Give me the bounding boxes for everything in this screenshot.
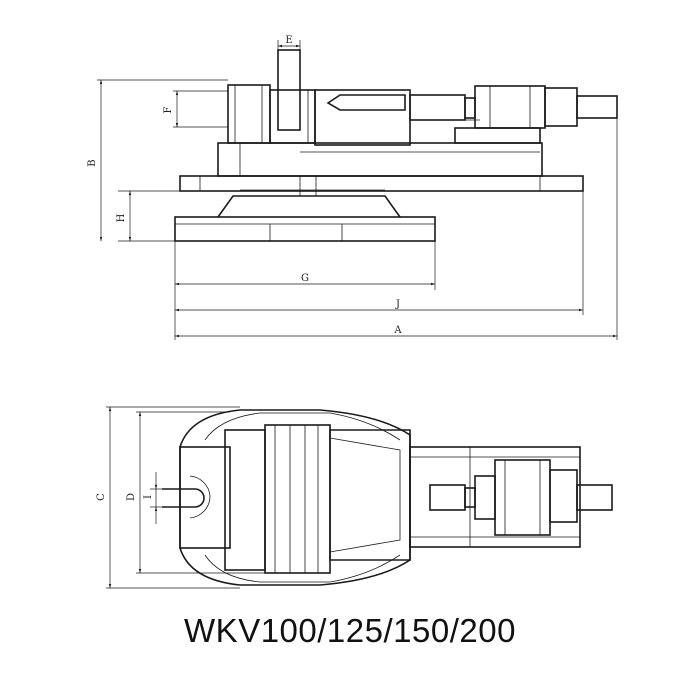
vise-body-plate bbox=[179, 175, 584, 192]
dimension-c-label: C bbox=[96, 493, 107, 501]
top-view: C D I bbox=[96, 406, 613, 589]
spindle-tip bbox=[326, 94, 406, 111]
screw-block-top bbox=[474, 475, 496, 520]
screw-shaft-top bbox=[576, 484, 613, 511]
dimension-f-label: F bbox=[163, 106, 174, 113]
vise-body bbox=[217, 142, 543, 177]
jaw-carriage-top bbox=[329, 429, 411, 561]
screw-guide bbox=[454, 127, 541, 144]
lead-screw bbox=[429, 484, 466, 511]
t-slot-key bbox=[162, 488, 205, 508]
dimension-g-label: G bbox=[301, 273, 309, 284]
screw-nut bbox=[474, 85, 546, 129]
jaw-carriage bbox=[314, 89, 411, 146]
jaw-insert bbox=[277, 49, 301, 131]
dimension-b-label: B bbox=[87, 159, 98, 166]
dimension-i-label: I bbox=[143, 495, 154, 499]
dimension-a-label: A bbox=[393, 325, 402, 336]
fixed-jaw-top bbox=[224, 429, 266, 571]
swivel-base-outline bbox=[179, 409, 411, 586]
left-body-block bbox=[179, 446, 231, 549]
screw-sleeve bbox=[409, 94, 466, 121]
screw-collar bbox=[464, 97, 476, 119]
model-title: WKV100/125/150/200 bbox=[184, 612, 516, 649]
body-rail bbox=[409, 446, 581, 548]
swivel-cone bbox=[217, 195, 401, 218]
side-view: B H F E G J A bbox=[87, 35, 618, 340]
screw-end-block bbox=[544, 87, 578, 127]
fixed-jaw bbox=[227, 84, 271, 144]
dimension-e-label: E bbox=[285, 35, 292, 46]
dimension-j-label: J bbox=[395, 299, 400, 310]
screw-shaft bbox=[576, 95, 618, 119]
screw-nut-top bbox=[494, 459, 551, 536]
screw-end-top bbox=[549, 469, 578, 523]
base-plate bbox=[174, 216, 436, 242]
dimension-h-label: H bbox=[116, 213, 127, 222]
dimension-d-label: D bbox=[126, 493, 137, 501]
